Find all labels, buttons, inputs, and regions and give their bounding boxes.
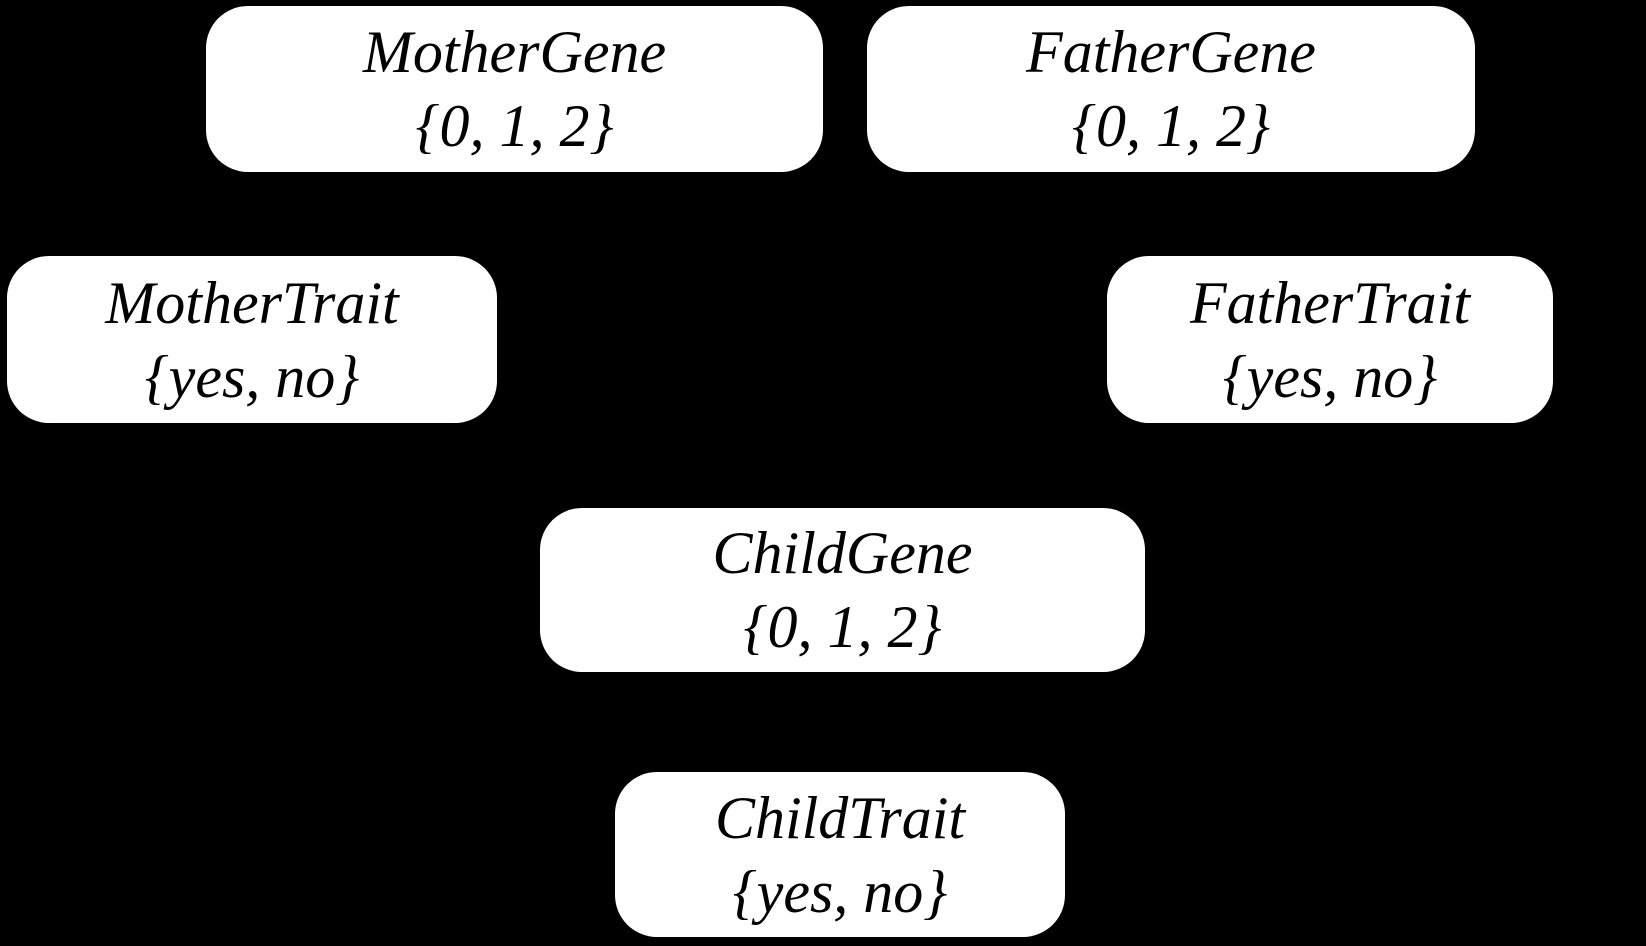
node-label: ChildGene [712, 520, 973, 586]
node-mother-gene: MotherGene {0, 1, 2} [206, 6, 823, 172]
node-father-gene: FatherGene {0, 1, 2} [867, 6, 1475, 172]
node-label: MotherGene [362, 19, 667, 85]
node-father-trait: FatherTrait {yes, no} [1107, 256, 1553, 423]
node-mother-trait: MotherTrait {yes, no} [7, 256, 497, 423]
node-child-gene: ChildGene {0, 1, 2} [540, 508, 1145, 672]
node-label: FatherTrait [1189, 269, 1471, 336]
node-child-trait: ChildTrait {yes, no} [615, 772, 1065, 937]
node-label: ChildTrait [714, 784, 966, 851]
node-domain: {0, 1, 2} [743, 594, 942, 660]
node-domain: {yes, no} [732, 858, 948, 925]
node-domain: {yes, no} [144, 343, 360, 410]
node-domain: {0, 1, 2} [1072, 93, 1270, 159]
node-domain: {yes, no} [1222, 343, 1438, 410]
node-label: MotherTrait [105, 269, 399, 336]
node-label: FatherGene [1026, 19, 1316, 85]
node-domain: {0, 1, 2} [415, 93, 614, 159]
